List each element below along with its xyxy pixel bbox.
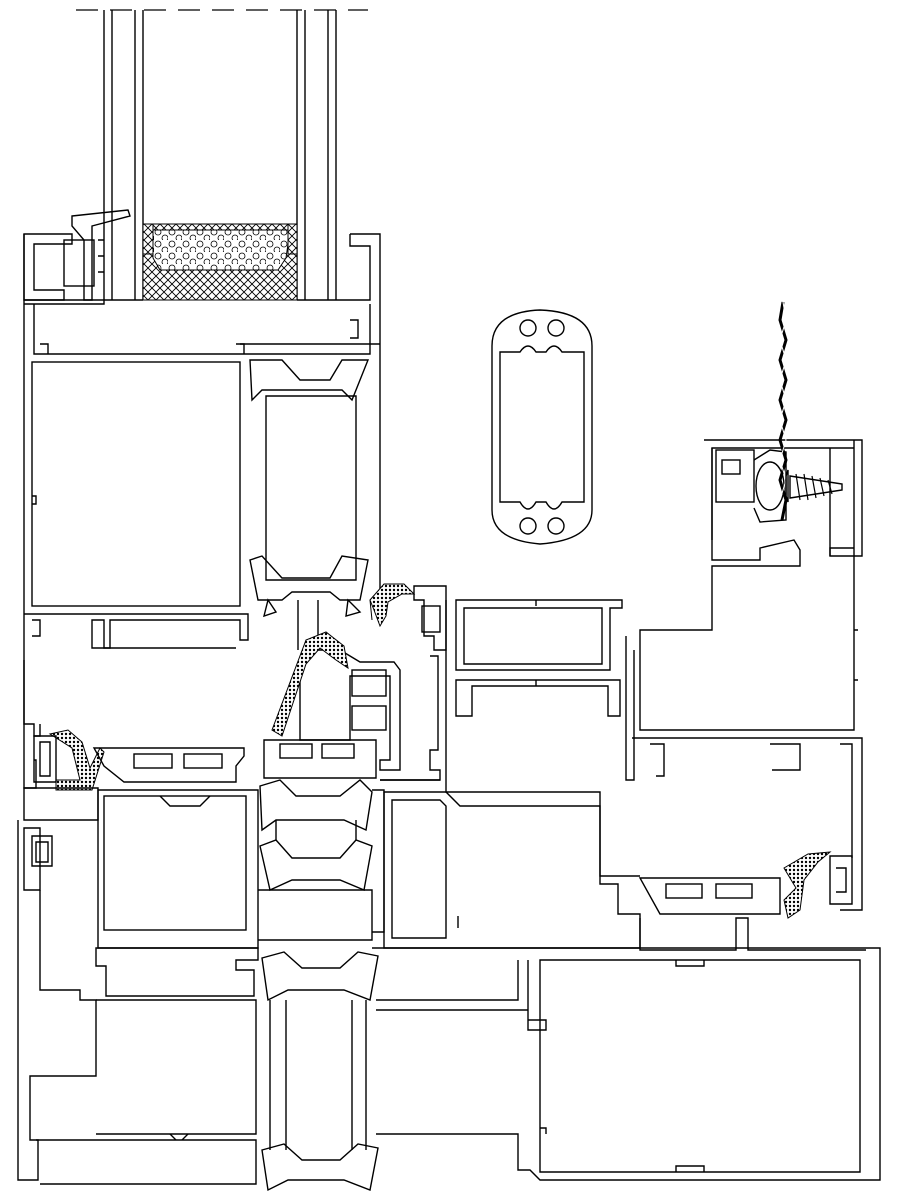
frame-profile xyxy=(23,233,381,789)
screw xyxy=(785,469,843,503)
glazing-bead xyxy=(63,209,131,301)
sash-profile-bottom xyxy=(36,947,379,1192)
sash-profile xyxy=(263,585,640,877)
sill-profile xyxy=(372,791,881,1181)
sash-profile-lower xyxy=(97,779,385,949)
isolated-profile xyxy=(380,599,623,781)
sealing-rope xyxy=(778,301,788,521)
epdm-gasket xyxy=(48,583,832,919)
thermal-break-upper xyxy=(240,343,380,650)
glazing-spacer xyxy=(142,223,298,301)
frame-profile-lower-left xyxy=(17,735,245,1181)
wall-frame-profile xyxy=(625,439,866,951)
connector-profile xyxy=(491,309,593,545)
glass-panel xyxy=(76,9,368,301)
